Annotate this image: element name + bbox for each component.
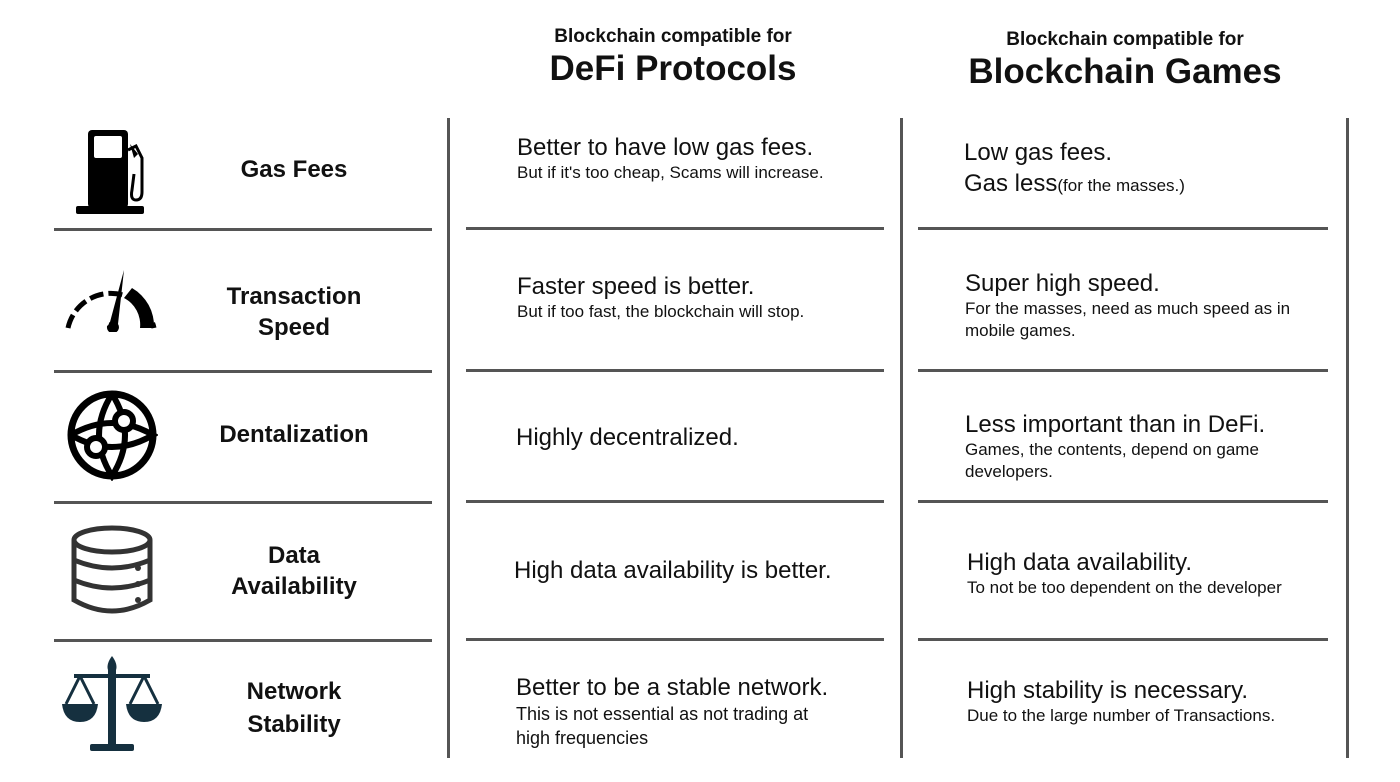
cell-sub-text: Games, the contents, depend on game deve…	[965, 440, 1259, 481]
row-divider	[918, 369, 1328, 372]
row-divider	[54, 639, 432, 642]
row-divider	[54, 228, 432, 231]
label-line: Speed	[257, 314, 331, 341]
cell-small-text: (for the masses.)	[1057, 176, 1185, 195]
cell-sub-text: To not be too dependent on the developer	[967, 578, 1282, 597]
defi-cell-transaction-speed: Faster speed is better. But if too fast,…	[517, 273, 887, 323]
cell-sub-text: Due to the large number of Transactions.	[967, 706, 1276, 725]
label-line: Data	[267, 542, 321, 569]
games-cell-transaction-speed: Super high speed. For the masses, need a…	[965, 270, 1315, 342]
cell-sub-text: This is not essential as not trading at …	[516, 704, 809, 748]
defi-header-title: DeFi Protocols	[549, 49, 797, 88]
database-icon	[71, 525, 153, 614]
games-cell-data-availability: High data availability. To not be too de…	[967, 549, 1337, 599]
cell-sub-text: But if too fast, the blockchain will sto…	[517, 302, 805, 321]
scales-icon	[62, 656, 162, 751]
cell-main-text: High data availability.	[967, 549, 1193, 576]
row-divider	[466, 638, 884, 641]
speedometer-icon	[65, 270, 157, 332]
cell-sub-text: For the masses, need as much speed as in…	[965, 299, 1291, 340]
row-divider	[918, 227, 1328, 230]
games-cell-dentalization: Less important than in DeFi. Games, the …	[965, 411, 1295, 483]
column-divider	[900, 118, 903, 758]
defi-cell-network-stability: Better to be a stable network. This is n…	[516, 674, 866, 750]
games-header-subtitle: Blockchain compatible for	[1006, 29, 1244, 50]
row-divider	[466, 369, 884, 372]
row-label-dentalization: Dentalization	[219, 421, 369, 448]
cell-main-text: Faster speed is better.	[517, 273, 755, 300]
label-line: Network	[246, 678, 342, 705]
column-divider	[447, 118, 450, 758]
gas-less-text: Gas less	[964, 170, 1058, 197]
cell-main-text: Better to be a stable network.	[516, 674, 829, 701]
cell-main-text: High data availability is better.	[514, 557, 832, 584]
games-cell-gas-fees: Low gas fees. Gas less(for the masses.)	[964, 139, 1334, 198]
row-divider	[54, 370, 432, 373]
cell-sub-text: But if it's too cheap, Scams will increa…	[517, 163, 824, 182]
defi-cell-dentalization: Highly decentralized.	[516, 424, 886, 452]
games-cell-network-stability: High stability is necessary. Due to the …	[967, 677, 1337, 727]
row-divider	[54, 501, 432, 504]
column-divider	[1346, 118, 1349, 758]
defi-header-subtitle: Blockchain compatible for	[554, 26, 792, 47]
label-line: Transaction	[226, 283, 362, 310]
row-divider	[466, 227, 884, 230]
cell-main-text-2: Gas less(for the masses.)	[964, 170, 1334, 198]
globe-network-icon	[67, 390, 158, 481]
cell-main-text: Less important than in DeFi.	[965, 411, 1266, 438]
row-divider	[466, 500, 884, 503]
games-header-title: Blockchain Games	[968, 52, 1282, 91]
row-label-gas-fees: Gas Fees	[240, 156, 348, 183]
row-divider	[918, 638, 1328, 641]
label-line: Stability	[247, 711, 341, 738]
defi-cell-data-availability: High data availability is better.	[514, 557, 884, 585]
cell-main-text: High stability is necessary.	[967, 677, 1248, 704]
cell-main-text: Better to have low gas fees.	[517, 134, 814, 161]
gas-pump-icon	[76, 130, 144, 214]
cell-main-text: Low gas fees.	[964, 139, 1113, 166]
cell-main-text: Highly decentralized.	[516, 424, 739, 451]
cell-main-text: Super high speed.	[965, 270, 1160, 297]
label-line: Availability	[231, 573, 357, 600]
row-divider	[918, 500, 1328, 503]
defi-cell-gas-fees: Better to have low gas fees. But if it's…	[517, 134, 887, 184]
